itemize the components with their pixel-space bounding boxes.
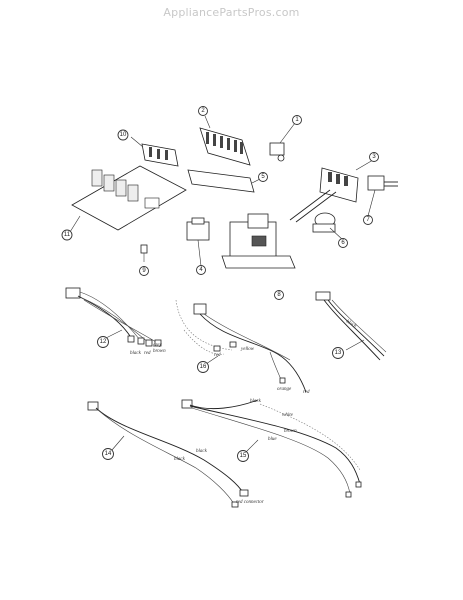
- h15-label-blue: blue: [268, 437, 277, 442]
- callout-1: 1: [292, 115, 302, 125]
- callout-16: 16: [197, 361, 209, 373]
- h12-label-red: red: [144, 351, 151, 356]
- h13-label-black: black: [345, 319, 358, 329]
- callout-4: 4: [196, 265, 206, 275]
- callout-11: 11: [61, 229, 73, 241]
- svg-text:13: 13: [335, 350, 342, 356]
- h15-label-brown: brown: [284, 429, 297, 434]
- h16-label-red: red: [214, 353, 221, 358]
- svg-text:10: 10: [120, 132, 127, 138]
- wire-harness-15: [181, 399, 362, 498]
- svg-text:5: 5: [261, 174, 265, 180]
- terminal-block-small: [141, 143, 179, 167]
- svg-text:1: 1: [295, 117, 299, 123]
- callout-8: 8: [274, 290, 284, 300]
- svg-text:2: 2: [201, 108, 205, 114]
- svg-text:7: 7: [366, 217, 370, 223]
- h12-label-grey: grey: [153, 343, 162, 348]
- connector-3: [289, 167, 359, 223]
- h16-label-orange: orange: [277, 387, 292, 392]
- callout-10: 10: [117, 129, 129, 141]
- bracket-6: [187, 169, 255, 193]
- switch-1: [269, 142, 285, 162]
- callout-9: 9: [139, 266, 149, 276]
- pin-9: [140, 244, 148, 262]
- callout-13: 13: [332, 347, 344, 359]
- fuse-holder-7: [367, 175, 398, 191]
- svg-text:4: 4: [199, 267, 203, 273]
- wire-harness-12: [65, 287, 162, 347]
- callout-12: 12: [97, 336, 109, 348]
- motor-10: [312, 212, 336, 233]
- callout-5: 5: [258, 172, 268, 182]
- callout-14: 14: [102, 448, 114, 460]
- transformer-5: [221, 213, 296, 269]
- h14-label-red-connector: red connector: [236, 500, 264, 505]
- callout-2: 2: [198, 106, 208, 116]
- callout-3: 3: [369, 152, 379, 162]
- svg-text:8: 8: [277, 292, 281, 298]
- wire-harness-16: [175, 299, 307, 393]
- wire-harness-14: [87, 401, 249, 508]
- h16-label-yellow: yellow: [240, 347, 255, 352]
- svg-text:14: 14: [105, 451, 112, 457]
- wire-harness-13: [315, 291, 387, 361]
- callout-15: 15: [237, 450, 249, 462]
- h12-label-brown: brown: [153, 349, 166, 354]
- relay-4: [186, 217, 210, 241]
- circuit-board-11: [71, 165, 187, 231]
- svg-text:16: 16: [200, 364, 207, 370]
- h14-label-black: black: [196, 449, 208, 454]
- terminal-block-2: [199, 127, 251, 166]
- h15-label-white: white: [282, 413, 294, 418]
- callout-7: 7: [363, 215, 373, 225]
- svg-text:9: 9: [142, 268, 146, 274]
- h16-label-red2: red: [303, 390, 310, 395]
- svg-text:3: 3: [372, 154, 376, 160]
- svg-text:11: 11: [64, 232, 71, 238]
- svg-text:6: 6: [341, 240, 345, 246]
- h15-label-black: black: [250, 399, 262, 404]
- h14-label-black2: black: [174, 457, 186, 462]
- h12-label-black: black: [130, 351, 142, 356]
- svg-text:12: 12: [100, 339, 107, 345]
- callout-6: 6: [338, 238, 348, 248]
- svg-text:15: 15: [240, 453, 247, 459]
- watermark: AppliancePartsPros.com: [163, 6, 300, 19]
